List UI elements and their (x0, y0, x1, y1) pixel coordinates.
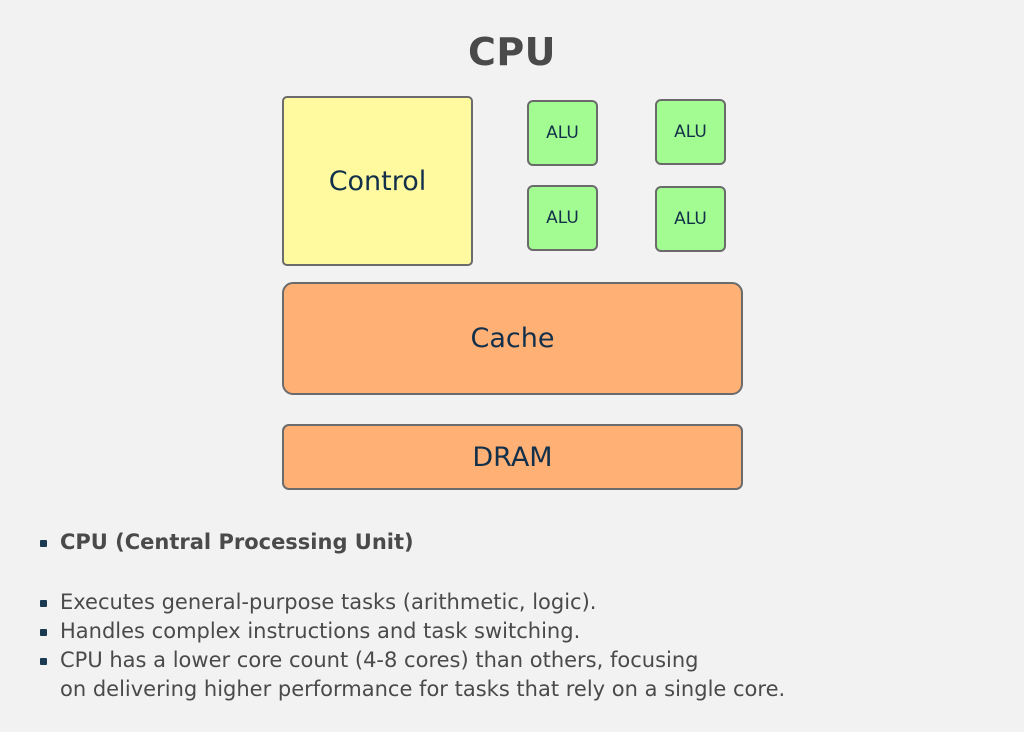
alu-block: ALU (527, 185, 598, 251)
control-block: Control (282, 96, 473, 266)
cache-block: Cache (282, 282, 743, 395)
description-list: CPU (Central Processing Unit) Executes g… (38, 528, 785, 704)
list-item: Executes general-purpose tasks (arithmet… (38, 588, 785, 617)
alu-label: ALU (674, 209, 707, 229)
dram-block: DRAM (282, 424, 743, 490)
list-item: Handles complex instructions and task sw… (38, 617, 785, 646)
cache-label: Cache (470, 323, 555, 354)
list-item-text: Handles complex instructions and task sw… (60, 619, 581, 643)
bullet-icon (40, 600, 47, 607)
alu-label: ALU (546, 208, 579, 228)
list-item-continuation: on delivering higher performance for tas… (38, 675, 785, 704)
dram-label: DRAM (472, 441, 553, 473)
alu-label: ALU (546, 123, 579, 143)
list-heading-text: CPU (Central Processing Unit) (60, 530, 414, 554)
bullet-icon (40, 629, 47, 636)
list-item-text: Executes general-purpose tasks (arithmet… (60, 590, 597, 614)
alu-block: ALU (527, 100, 598, 166)
list-item-text: on delivering higher performance for tas… (60, 677, 786, 701)
list-item-text: CPU has a lower core count (4-8 cores) t… (60, 648, 699, 672)
list-heading: CPU (Central Processing Unit) (38, 528, 785, 557)
alu-block: ALU (655, 99, 726, 165)
bullet-icon (40, 658, 47, 665)
alu-block: ALU (655, 186, 726, 252)
bullet-icon (40, 540, 47, 547)
alu-label: ALU (674, 122, 707, 142)
diagram-title: CPU (467, 30, 557, 74)
list-item: CPU has a lower core count (4-8 cores) t… (38, 646, 785, 675)
control-label: Control (328, 165, 427, 197)
